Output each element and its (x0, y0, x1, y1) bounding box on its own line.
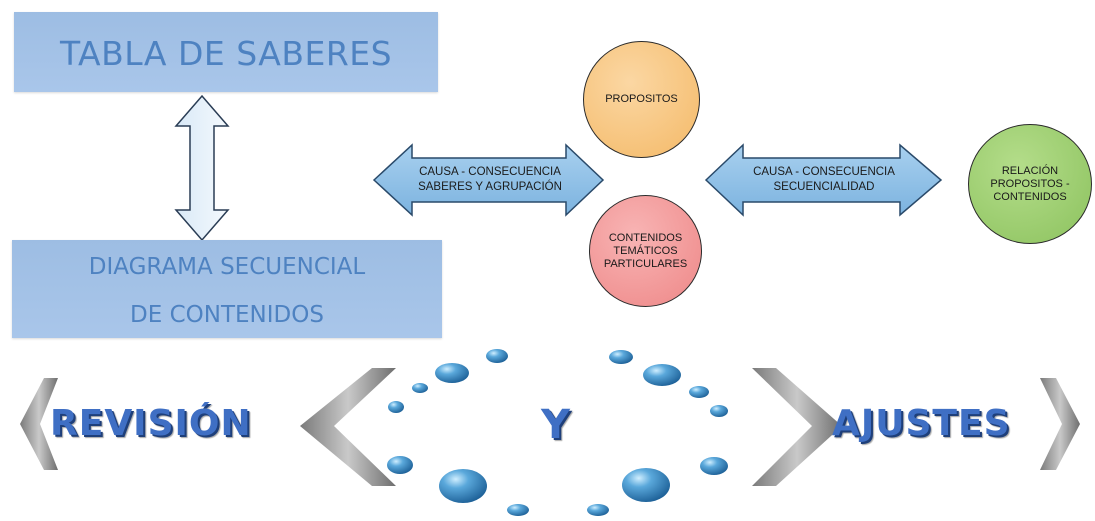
top-box: TABLA DE SABERES (14, 12, 438, 92)
ajustes-word: AJUSTES (832, 403, 1011, 444)
right-arrow-label: CAUSA - CONSECUENCIA SECUENCIALIDAD (726, 165, 922, 195)
contenidos-line3: PARTICULARES (603, 257, 688, 270)
right-arrow-line1: CAUSA - CONSECUENCIA (753, 166, 895, 178)
relacion-line3: CONTENIDOS (993, 190, 1067, 203)
relacion-line1: RELACIÓN (1001, 164, 1059, 177)
right-outer-chevron (1040, 378, 1080, 470)
right-arrow-line2: SECUENCIALIDAD (773, 181, 875, 193)
left-inner-chevron (300, 368, 396, 486)
relacion-label: RELACIÓN PROPOSITOS - CONTENIDOS (990, 165, 1069, 204)
propositos-label: PROPOSITOS (605, 93, 678, 105)
relacion-circle: RELACIÓN PROPOSITOS - CONTENIDOS (968, 124, 1092, 244)
bubble-ring (387, 349, 728, 516)
propositos-circle: PROPOSITOS (583, 41, 700, 158)
bottom-box: DIAGRAMA SECUENCIAL DE CONTENIDOS (12, 240, 442, 338)
relacion-line2: PROPOSITOS - (990, 177, 1070, 190)
top-box-title: TABLA DE SABERES (59, 34, 393, 73)
vertical-double-arrow (174, 94, 230, 242)
right-inner-chevron (752, 368, 842, 486)
bottom-box-line2: DE CONTENIDOS (130, 302, 324, 328)
contenidos-label: CONTENIDOS TEMÁTICOS PARTICULARES (604, 232, 687, 271)
left-arrow-label: CAUSA - CONSECUENCIA SABERES Y AGRUPACIÓ… (394, 165, 586, 195)
right-double-arrow (704, 143, 943, 217)
y-word: Y (541, 402, 571, 448)
left-arrow-line1: CAUSA - CONSECUENCIA (419, 166, 561, 178)
revision-word: REVISIÓN (50, 403, 252, 444)
contenidos-line1: CONTENIDOS (608, 231, 683, 244)
contenidos-circle: CONTENIDOS TEMÁTICOS PARTICULARES (589, 195, 702, 307)
left-arrow-line2: SABERES Y AGRUPACIÓN (418, 181, 562, 193)
bottom-box-line1: DIAGRAMA SECUENCIAL (88, 254, 366, 280)
contenidos-line2: TEMÁTICOS (613, 244, 678, 257)
left-double-arrow (372, 143, 605, 217)
left-outer-chevron (20, 378, 58, 470)
